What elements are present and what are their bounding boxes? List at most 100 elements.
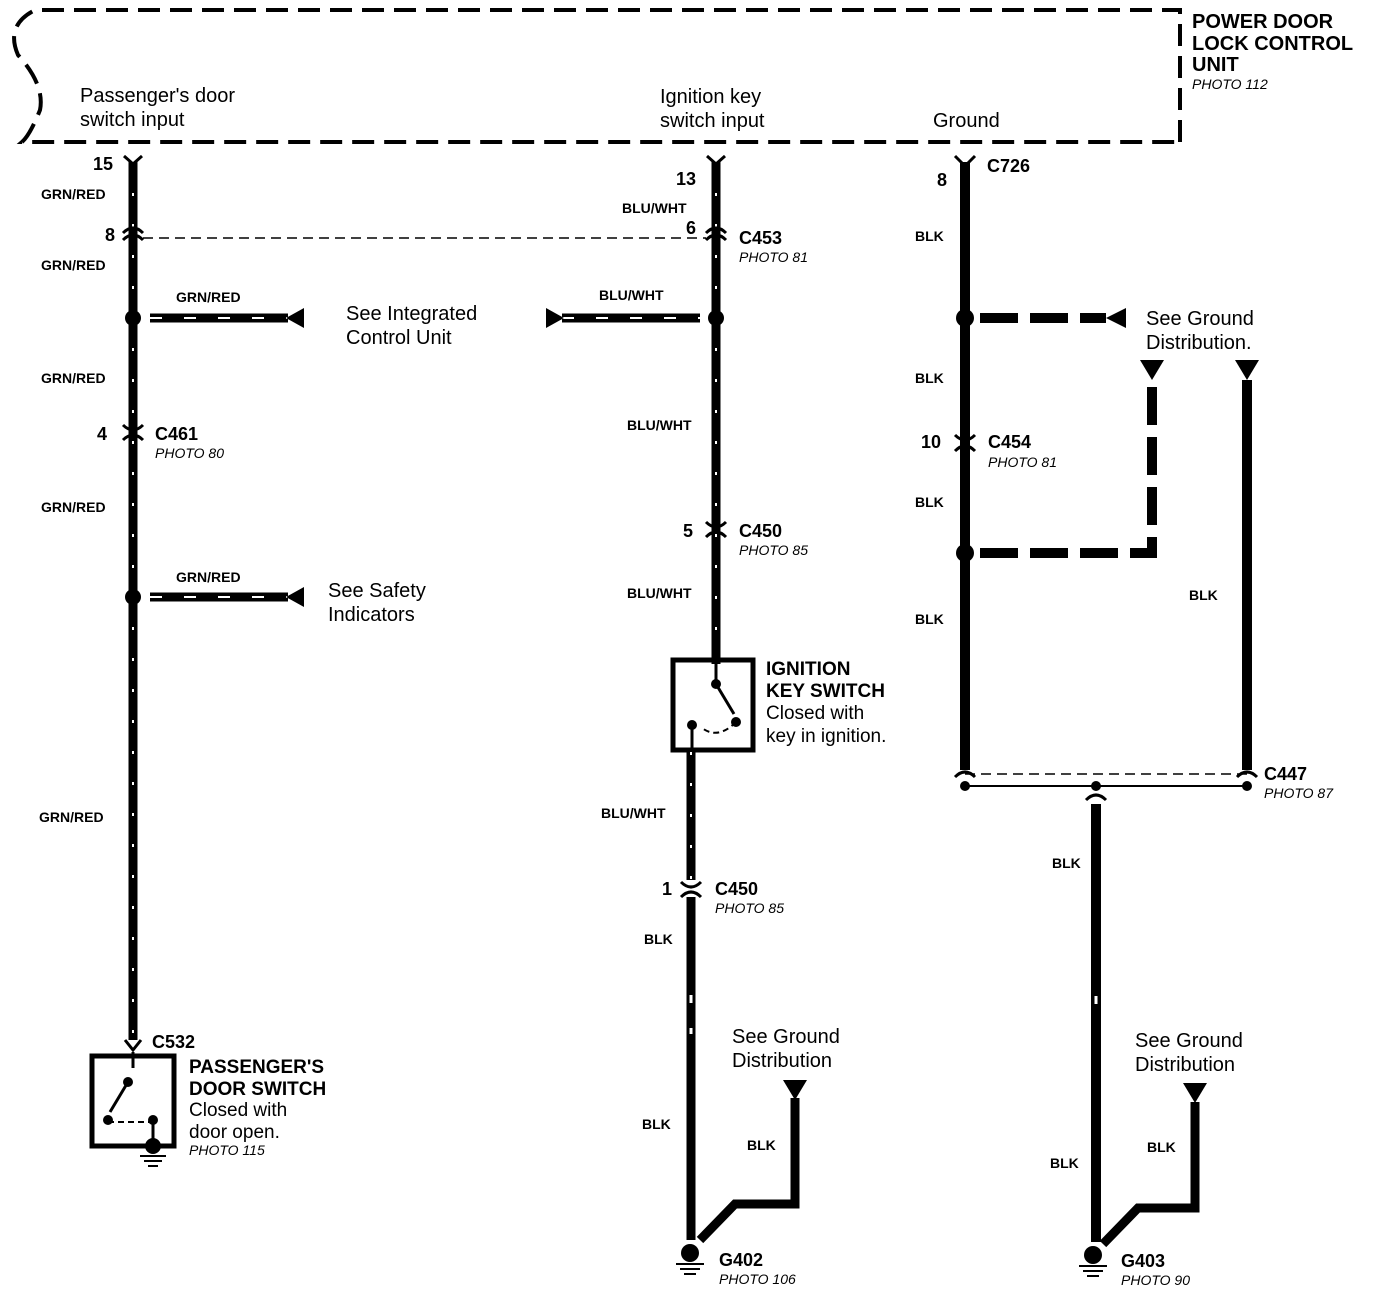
ignition-key-switch-symbol [670, 657, 756, 756]
pin-marker-13 [706, 154, 726, 167]
connector-c461-photo: PHOTO 80 [155, 445, 224, 461]
wire-label-blk-4: BLK [915, 611, 944, 627]
arrow-ground-dist-g402 [783, 1080, 807, 1100]
door-switch-desc-2: door open. [189, 1122, 280, 1143]
door-switch-title-1: PASSENGER'S [189, 1057, 324, 1078]
splice-dot-icu [125, 310, 141, 326]
wire-label-blk-g403-ref: BLK [1147, 1139, 1176, 1155]
passenger-input-label-1: Passenger's door [80, 85, 235, 107]
ignition-switch-desc-1: Closed with [766, 703, 864, 724]
wire-label-blu-wht-1: BLU/WHT [622, 200, 687, 216]
control-unit-title-3: UNIT [1192, 54, 1239, 76]
ground-g402: G402 [719, 1250, 763, 1270]
ignition-switch-title-2: KEY SWITCH [766, 681, 885, 702]
pin-8-right: 8 [937, 170, 947, 190]
connector-c453-photo: PHOTO 81 [739, 249, 808, 265]
wire-label-grn-red-icu: GRN/RED [176, 289, 241, 305]
pin-1: 1 [662, 879, 672, 899]
pin-10: 10 [921, 432, 941, 452]
ground-dist-ref-label-2: Distribution. [1146, 332, 1252, 354]
arrow-ground-dist-3 [1235, 360, 1259, 380]
door-switch-photo: PHOTO 115 [189, 1142, 265, 1158]
wire-label-blk-2: BLK [915, 370, 944, 386]
pin-marker-8-right [953, 154, 977, 169]
connector-c454-photo: PHOTO 81 [988, 454, 1057, 470]
connector-c450-lower-photo: PHOTO 85 [715, 900, 784, 916]
connector-c450-lower-symbol [679, 880, 703, 899]
wire-label-blu-wht-3: BLU/WHT [627, 585, 692, 601]
door-switch-ground-icon [140, 1138, 166, 1167]
arrow-ground-dist-2 [1140, 360, 1164, 380]
connector-c461-symbol [121, 423, 145, 442]
pin-5: 5 [683, 521, 693, 541]
wire-label-blk-g402-2: BLK [642, 1116, 671, 1132]
ground-dist-ref-label-1: See Ground [1146, 308, 1254, 330]
g403-ref-label-2: Distribution [1135, 1054, 1235, 1076]
wire-label-blk-3: BLK [915, 494, 944, 510]
safety-ref-label-1: See Safety [328, 580, 426, 602]
wire-label-blk-5: BLK [1189, 587, 1218, 603]
g403-ground-icon [1079, 1246, 1107, 1277]
door-switch-desc-1: Closed with [189, 1100, 287, 1121]
control-unit-outline [12, 8, 1182, 144]
wire-label-grn-red-2: GRN/RED [41, 257, 106, 273]
g402-ref-label-2: Distribution [732, 1050, 832, 1072]
wire-label-grn-red-1: GRN/RED [41, 186, 106, 202]
connector-c450-upper: C450 [739, 521, 782, 541]
control-unit-photo: PHOTO 112 [1192, 76, 1268, 92]
connector-c447-photo: PHOTO 87 [1264, 785, 1334, 801]
ground-g403-photo: PHOTO 90 [1121, 1272, 1190, 1288]
arrow-ground-dist-1 [1106, 308, 1126, 328]
arrow-to-safety [286, 587, 304, 607]
connector-c453-symbol [704, 226, 728, 242]
wire-label-grn-red-safety: GRN/RED [176, 569, 241, 585]
ground-input-label: Ground [933, 110, 1000, 132]
connector-c461: C461 [155, 424, 198, 444]
wire-label-grn-red-3: GRN/RED [41, 370, 106, 386]
pin-15: 15 [93, 154, 113, 174]
passenger-door-switch-symbol [89, 1039, 177, 1149]
pin-4: 4 [97, 424, 107, 444]
ignition-input-label-2: switch input [660, 110, 765, 132]
connector-c450-upper-photo: PHOTO 85 [739, 542, 808, 558]
control-unit-title-2: LOCK CONTROL [1192, 33, 1353, 55]
connector-c454-symbol [953, 433, 977, 453]
control-unit-title-1: POWER DOOR [1192, 11, 1334, 33]
splice-dot-safety [125, 589, 141, 605]
wire-label-blk-g403-1: BLK [1052, 855, 1081, 871]
wire-label-blk-1: BLK [915, 228, 944, 244]
pin-marker-15 [123, 154, 143, 167]
icu-ref-label-2: Control Unit [346, 327, 452, 349]
connector-c450-lower: C450 [715, 879, 758, 899]
door-switch-title-2: DOOR SWITCH [189, 1079, 326, 1100]
ignition-input-label-1: Ignition key [660, 86, 761, 108]
arrow-to-icu-left [286, 308, 304, 328]
connector-c726: C726 [987, 156, 1030, 176]
ignition-switch-title-1: IGNITION [766, 659, 850, 680]
g403-ref-label-1: See Ground [1135, 1030, 1243, 1052]
wire-blk-ground-dist-loop [980, 380, 1157, 558]
ground-g402-photo: PHOTO 106 [719, 1271, 796, 1287]
wire-label-blk-g403-2: BLK [1050, 1155, 1079, 1171]
wire-label-blu-wht-4: BLU/WHT [601, 805, 666, 821]
splice-dot-ground-dist-2 [956, 544, 974, 562]
wire-blk-g403-ref [1099, 1102, 1200, 1248]
connector-c447: C447 [1264, 764, 1307, 784]
splice-dot-ground-dist-1 [956, 309, 974, 327]
safety-ref-label-2: Indicators [328, 604, 415, 626]
wire-label-blk-g402-1: BLK [644, 931, 673, 947]
connector-c450-upper-symbol [704, 520, 728, 539]
pin-6: 6 [686, 218, 696, 238]
wire-label-grn-red-5: GRN/RED [39, 809, 104, 825]
g402-ground-icon [676, 1244, 704, 1275]
g402-ref-label-1: See Ground [732, 1026, 840, 1048]
icu-ref-label-1: See Integrated [346, 303, 477, 325]
connector-c453: C453 [739, 228, 782, 248]
pin-8-left: 8 [105, 225, 115, 245]
wire-label-grn-red-4: GRN/RED [41, 499, 106, 515]
connector-c532: C532 [152, 1032, 195, 1052]
wire-label-blk-g402-ref: BLK [747, 1137, 776, 1153]
pin-13: 13 [676, 169, 696, 189]
connector-inline-c4xx-pin8 [121, 226, 145, 242]
